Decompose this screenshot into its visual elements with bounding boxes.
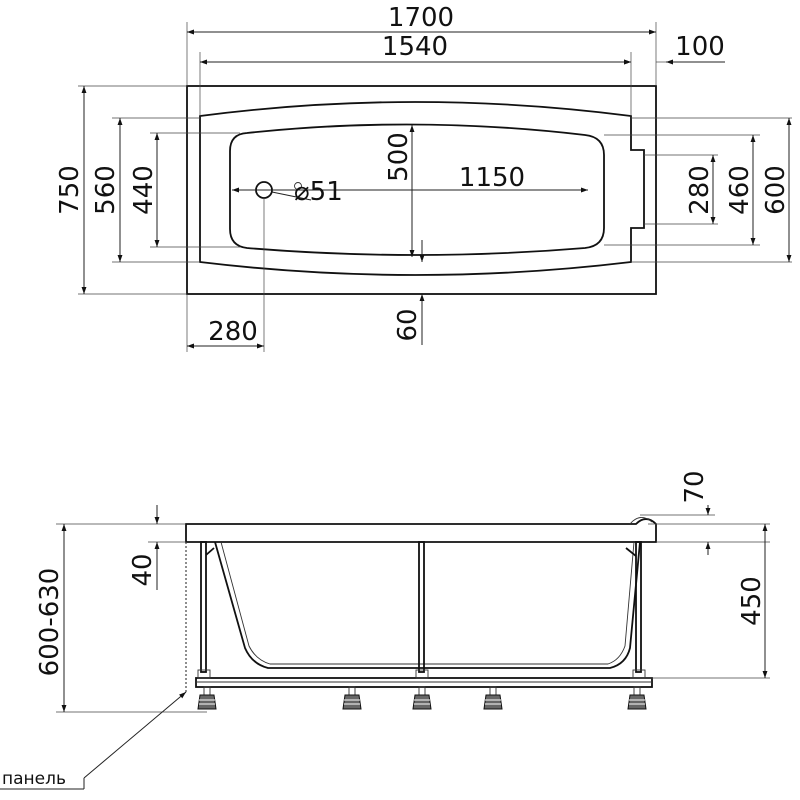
frame-rail (195, 677, 653, 688)
dim-750: 750 (55, 165, 85, 215)
bowl-side (214, 541, 641, 669)
dim-280-right: 280 (685, 165, 715, 215)
dim-460: 460 (725, 165, 755, 215)
dim-600: 600 (761, 165, 791, 215)
dim-560: 560 (91, 165, 121, 215)
panel-label: панель (2, 769, 66, 789)
bowl-contour (229, 123, 605, 256)
dim-280-bottom: 280 (208, 317, 258, 347)
dim-440: 440 (129, 165, 159, 215)
dim-1540: 1540 (382, 32, 448, 62)
dim-100: 100 (675, 32, 725, 62)
dim-drain-diameter: ⌀51 (294, 177, 343, 207)
dim-1700: 1700 (388, 3, 454, 33)
dim-450: 450 (737, 576, 767, 626)
dim-40: 40 (128, 553, 158, 586)
rim-contour (199, 101, 645, 276)
dim-1150: 1150 (459, 163, 525, 193)
dim-500: 500 (384, 132, 414, 182)
dim-70: 70 (680, 470, 710, 503)
top-view: 1700 1540 100 750 560 440 500 1150 ⌀51 (55, 3, 792, 352)
side-view: 600-630 40 70 450 панель (0, 470, 770, 790)
frame (195, 541, 653, 688)
rim-side (185, 518, 657, 543)
feet (197, 686, 647, 710)
dim-60: 60 (393, 308, 423, 341)
dim-total-height: 600-630 (35, 568, 65, 677)
